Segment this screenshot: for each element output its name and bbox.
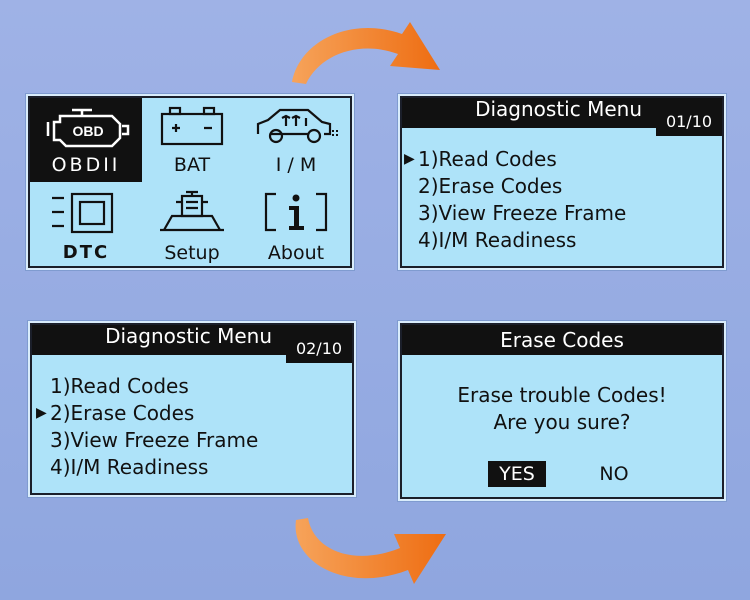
confirm-message-line1: Erase trouble Codes!: [457, 383, 667, 407]
page-indicator: 01/10: [656, 108, 722, 136]
menu-tile-about[interactable]: About: [242, 184, 350, 266]
menu-tile-label: Setup: [164, 242, 220, 264]
menu-tile-label: OBDII: [51, 154, 121, 176]
menu-item-label: 2)Erase Codes: [418, 174, 563, 198]
confirm-message-line2: Are you sure?: [493, 410, 631, 434]
menu-item-label: 3)View Freeze Frame: [50, 428, 259, 452]
menu-item-label: 4)I/M Readiness: [418, 228, 577, 252]
flow-arrow-bottom: [295, 518, 446, 584]
menu-tile-label: BAT: [173, 154, 211, 176]
diagnostic-menu-screen-2: Diagnostic Menu 02/10 1)Read Codes ▶2)Er…: [30, 323, 354, 495]
menu-tile-bat[interactable]: BAT: [142, 98, 242, 182]
page-indicator: 02/10: [286, 335, 352, 363]
menu-item-read-codes[interactable]: 1)Read Codes: [36, 373, 258, 400]
menu-list: 1)Read Codes ▶2)Erase Codes 3)View Freez…: [36, 373, 258, 481]
pointer-icon: ▶: [404, 151, 415, 167]
menu-item-erase-codes[interactable]: 2)Erase Codes: [404, 173, 626, 200]
titlebar: Erase Codes: [402, 325, 722, 355]
menu-item-erase-codes[interactable]: ▶2)Erase Codes: [36, 400, 258, 427]
screen-title: Diagnostic Menu: [105, 324, 272, 348]
engine-icon-text: OBD: [72, 123, 103, 139]
engine-obd-icon: OBD: [46, 108, 130, 148]
erase-codes-screen: Erase Codes Erase trouble Codes! Are you…: [400, 323, 724, 499]
menu-list: ▶1)Read Codes 2)Erase Codes 3)View Freez…: [404, 146, 626, 254]
car-icon: [256, 108, 338, 144]
diagnostic-menu-screen-1: Diagnostic Menu 01/10 ▶1)Read Codes 2)Er…: [400, 96, 724, 268]
no-button[interactable]: NO: [599, 463, 629, 485]
menu-tile-label: I / M: [275, 154, 317, 176]
yes-button[interactable]: YES: [488, 461, 546, 487]
titlebar: Diagnostic Menu: [32, 325, 352, 355]
menu-tile-im[interactable]: I / M: [242, 98, 350, 182]
battery-icon: [160, 106, 224, 146]
info-icon: [264, 192, 328, 232]
menu-item-label: 4)I/M Readiness: [50, 455, 209, 479]
screen-title: Diagnostic Menu: [475, 97, 642, 121]
menu-item-label: 3)View Freeze Frame: [418, 201, 627, 225]
screen-title: Erase Codes: [500, 328, 624, 352]
flow-arrow-top: [292, 22, 440, 84]
setup-icon: [160, 190, 224, 232]
menu-tile-obdii[interactable]: OBD OBDII: [30, 98, 142, 182]
menu-tile-dtc[interactable]: DTC: [30, 184, 142, 266]
menu-item-read-codes[interactable]: ▶1)Read Codes: [404, 146, 626, 173]
menu-tile-setup[interactable]: Setup: [142, 184, 242, 266]
pointer-icon: ▶: [36, 405, 47, 421]
menu-item-im-readiness[interactable]: 4)I/M Readiness: [404, 227, 626, 254]
dtc-icon: [52, 192, 114, 234]
menu-item-view-freeze-frame[interactable]: 3)View Freeze Frame: [36, 427, 258, 454]
main-menu-screen: OBD OBDII BAT I / M: [28, 96, 352, 268]
menu-item-label: 1)Read Codes: [50, 374, 189, 398]
menu-tile-label: DTC: [62, 242, 110, 263]
menu-item-view-freeze-frame[interactable]: 3)View Freeze Frame: [404, 200, 626, 227]
menu-item-label: 2)Erase Codes: [50, 401, 195, 425]
menu-tile-label: About: [267, 242, 325, 264]
menu-item-label: 1)Read Codes: [418, 147, 557, 171]
menu-item-im-readiness[interactable]: 4)I/M Readiness: [36, 454, 258, 481]
